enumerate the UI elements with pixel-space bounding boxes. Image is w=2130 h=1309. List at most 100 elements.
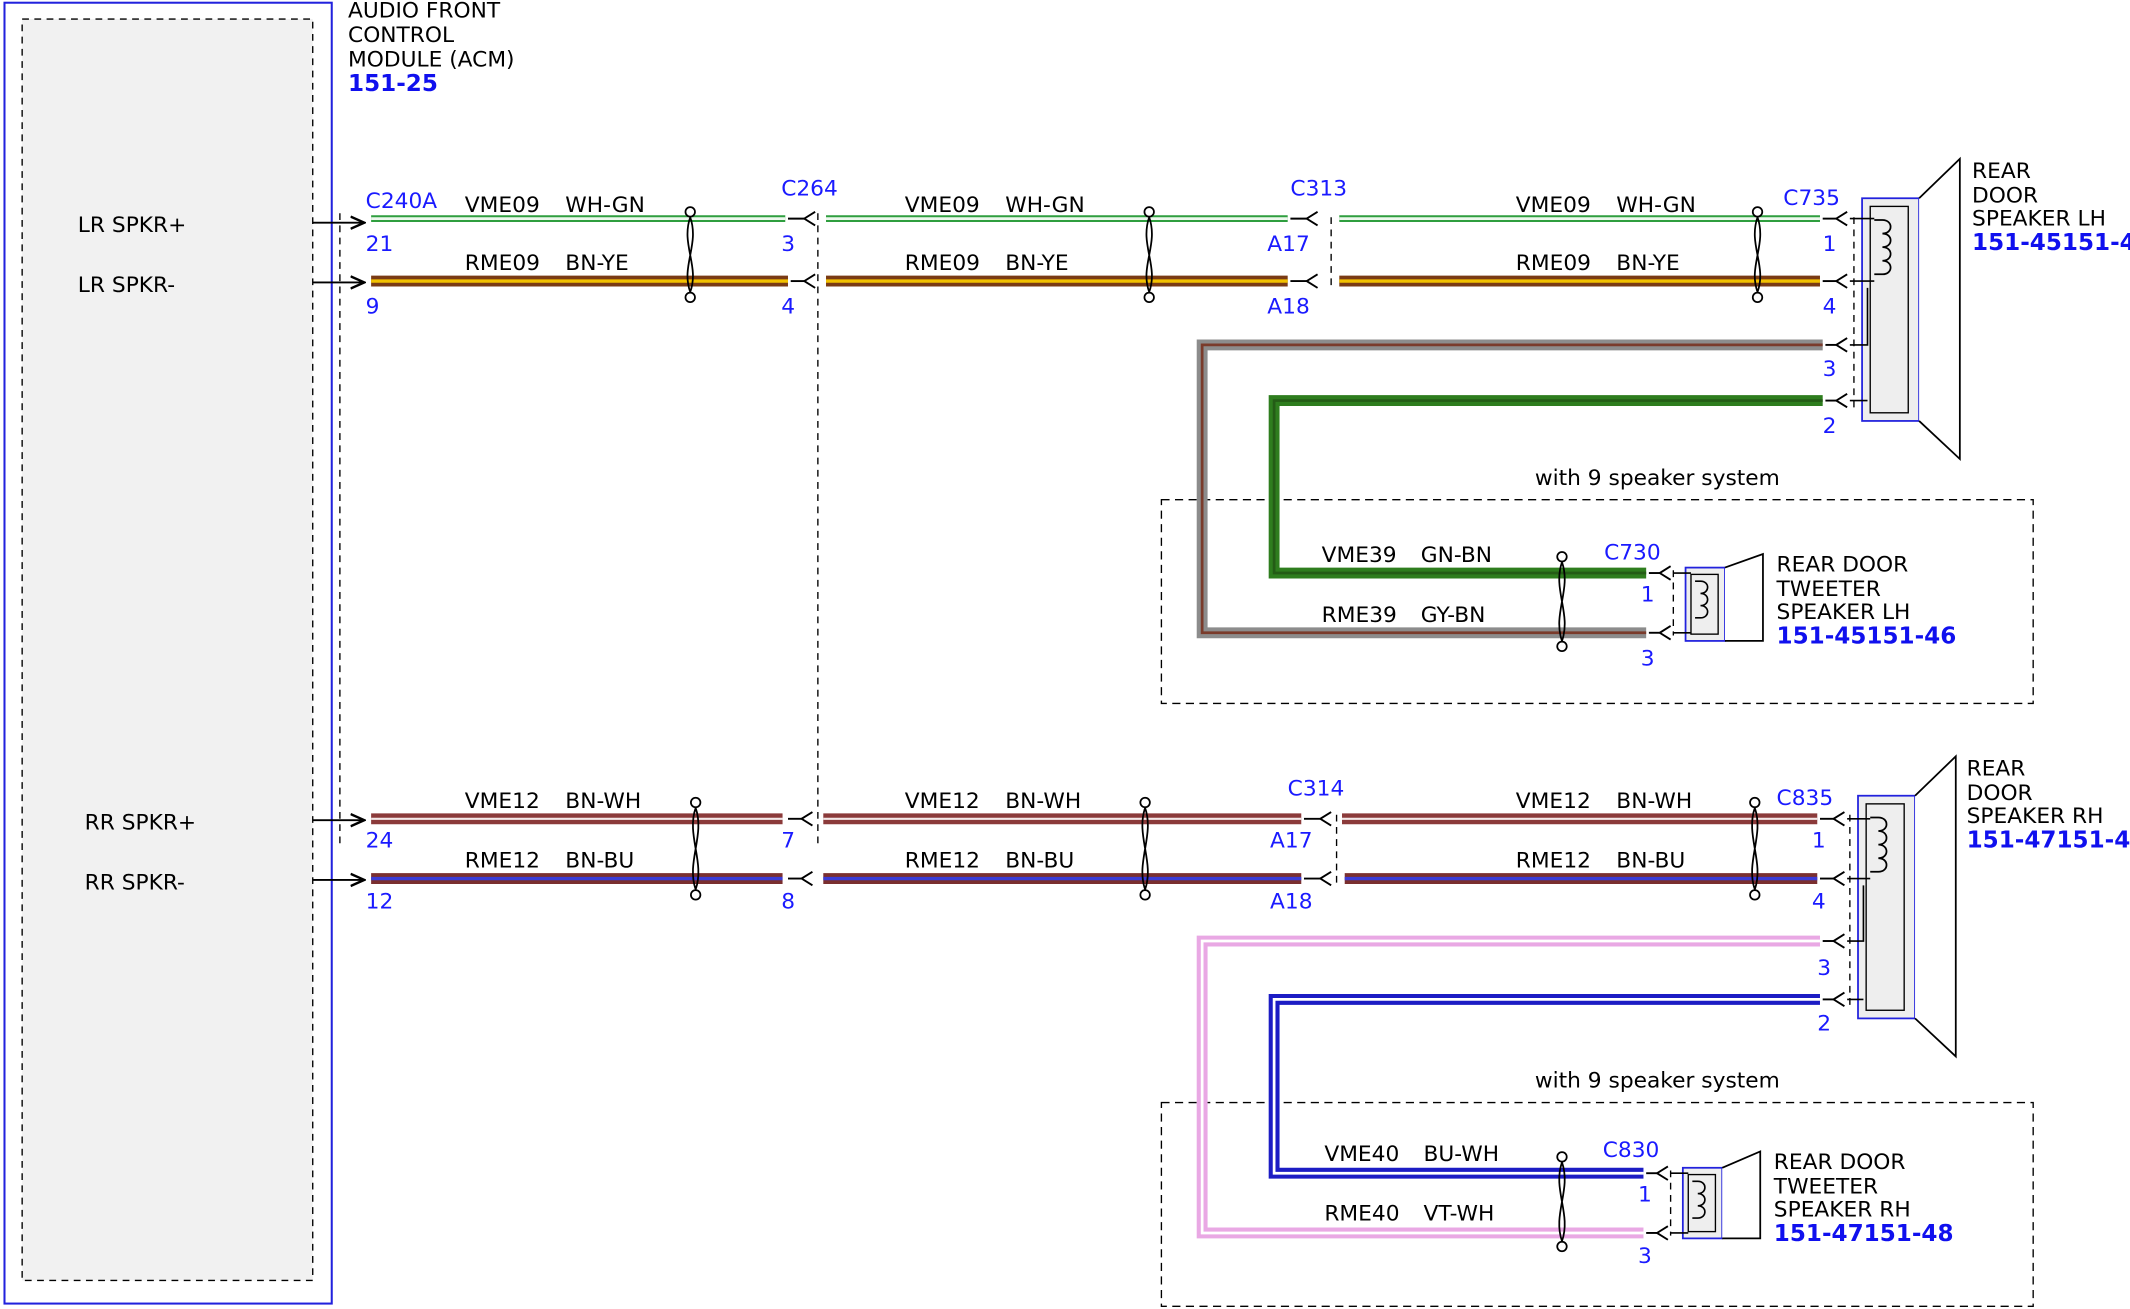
pin-number: 3 — [1817, 956, 1831, 981]
speaker-name-line: TWEETER — [1773, 1175, 1878, 1200]
speaker-name-line: SPEAKER LH — [1777, 600, 1911, 625]
twisted-pair-icon — [1556, 551, 1568, 652]
speaker-name-line: REAR DOOR — [1777, 553, 1909, 578]
pin-number: A18 — [1267, 295, 1310, 320]
connector-c264-label: C264 — [781, 177, 838, 202]
pin-number: A18 — [1270, 889, 1313, 914]
wire-vme40 — [1268, 993, 1820, 1179]
acm-ref: 151-25 — [348, 71, 438, 97]
speaker-ref: 151-45151-46 — [1972, 230, 2130, 256]
circuit-id: VME12 — [1516, 789, 1591, 814]
speaker-name-line: REAR — [1967, 756, 2026, 781]
option-box-lh: with 9 speaker system — [1160, 466, 2034, 705]
speaker-name-line: SPEAKER RH — [1774, 1198, 1911, 1223]
pin-number: 8 — [781, 889, 795, 914]
twisted-pair-icon — [1139, 796, 1151, 901]
circuit-labels: VME09 WH-GN VME09 WH-GN VME09 WH-GN RME0… — [465, 193, 1696, 1227]
circuit-id: RME09 — [1516, 251, 1591, 276]
circuit-id: VME09 — [1516, 193, 1591, 218]
pin-number: 3 — [1641, 646, 1655, 671]
pin-number: 3 — [1638, 1244, 1652, 1269]
twisted-pair-symbols — [684, 206, 1764, 1253]
acm-title: AUDIO FRONT CONTROL MODULE (ACM) 151-25 — [348, 0, 515, 97]
circuit-id: RME12 — [465, 849, 540, 874]
wire-color: BN-YE — [1005, 251, 1068, 276]
pin-number: A17 — [1270, 828, 1313, 853]
acm-pin-label: LR SPKR- — [78, 273, 175, 298]
acm-module: LR SPKR+ LR SPKR- RR SPKR+ RR SPKR- — [3, 1, 333, 1305]
acm-name-line: AUDIO FRONT — [348, 0, 501, 24]
speaker-name-line: REAR — [1972, 159, 2031, 184]
connector-c730-label: C730 — [1604, 540, 1661, 565]
connector-names: C240A C264 C313 C735 C730 C314 C835 C830 — [366, 177, 1840, 1163]
wire-color: BN-BU — [1005, 849, 1074, 874]
twisted-pair-icon — [690, 796, 702, 901]
pin-number: 1 — [1823, 232, 1837, 257]
wire-color: BN-WH — [1005, 789, 1081, 814]
connector-c735-label: C735 — [1783, 186, 1840, 211]
pin-number: A17 — [1267, 232, 1310, 257]
pin-number: 1 — [1641, 583, 1655, 608]
pin-number: 21 — [366, 232, 394, 257]
wire-vme39 — [1268, 395, 1823, 579]
wire-color: GN-BN — [1421, 543, 1492, 568]
circuit-id: RME40 — [1324, 1202, 1399, 1227]
circuit-id: VME09 — [465, 193, 540, 218]
rear-door-speaker-rh: REAR DOOR SPEAKER RH 151-47151-48 — [1847, 754, 2130, 1059]
pin-number: 2 — [1823, 414, 1837, 439]
pin-number: 12 — [366, 889, 394, 914]
option-label: with 9 speaker system — [1535, 466, 1780, 491]
speaker-coil-icon — [1692, 1180, 1706, 1219]
connector-c313-label: C313 — [1290, 177, 1347, 202]
wire-color: BN-BU — [565, 849, 634, 874]
pin-number: 7 — [781, 828, 795, 853]
wire-color: WH-GN — [1005, 193, 1085, 218]
acm-pin-label: RR SPKR+ — [85, 811, 197, 836]
speaker-ref: 151-47151-48 — [1774, 1221, 1954, 1247]
speaker-ref: 151-45151-46 — [1777, 624, 1957, 650]
circuit-id: VME09 — [905, 193, 980, 218]
wire-color: BN-WH — [565, 789, 641, 814]
option-box-rh: with 9 speaker system — [1160, 1069, 2034, 1307]
connector-arrows — [312, 211, 1848, 1241]
circuit-id: RME12 — [1516, 849, 1591, 874]
connector-c835-label: C835 — [1777, 786, 1834, 811]
wire-color: WH-GN — [1616, 193, 1696, 218]
speaker-name-line: SPEAKER LH — [1972, 206, 2106, 231]
speaker-name-line: DOOR — [1967, 781, 2033, 806]
circuit-id: RME09 — [905, 251, 980, 276]
circuit-id: RME12 — [905, 849, 980, 874]
pin-number: 1 — [1812, 828, 1826, 853]
speaker-name-line: TWEETER — [1776, 577, 1881, 602]
acm-pin-label: RR SPKR- — [85, 870, 185, 895]
wire-color: GY-BN — [1421, 603, 1486, 628]
circuit-id: VME39 — [1322, 543, 1397, 568]
speaker-ref: 151-47151-48 — [1967, 827, 2130, 853]
circuit-id: RME09 — [465, 251, 540, 276]
wire-color: VT-WH — [1423, 1202, 1494, 1227]
wires-left-rear — [371, 215, 1823, 639]
speaker-coil-icon — [1874, 219, 1892, 276]
connector-outlines — [339, 213, 1855, 1236]
tweeter-speaker-rh: REAR DOOR TWEETER SPEAKER RH 151-47151-4… — [1670, 1150, 1954, 1247]
pin-number: 2 — [1817, 1012, 1831, 1037]
connector-c830-label: C830 — [1603, 1138, 1660, 1163]
pin-numbers: 21 9 24 12 3 4 7 8 A17 A18 A17 A18 1 4 3… — [366, 232, 1837, 1269]
speaker-coil-icon — [1695, 580, 1709, 619]
wire-color: WH-GN — [565, 193, 645, 218]
connector-c240a-label: C240A — [366, 189, 438, 214]
connector-c314-label: C314 — [1288, 777, 1345, 802]
speaker-coil-icon — [1870, 816, 1888, 873]
wires-right-rear — [371, 813, 1820, 1239]
acm-name-line: MODULE (ACM) — [348, 48, 515, 73]
twisted-pair-icon — [1556, 1151, 1568, 1253]
pin-number: 4 — [781, 295, 795, 320]
twisted-pair-icon — [1749, 796, 1761, 901]
rear-door-speaker-lh: REAR DOOR SPEAKER LH 151-45151-46 — [1849, 156, 2130, 461]
twisted-pair-icon — [1751, 206, 1764, 304]
wire-color: BN-BU — [1616, 849, 1685, 874]
speaker-name-line: REAR DOOR — [1774, 1150, 1906, 1175]
pin-number: 4 — [1812, 889, 1826, 914]
wire-rme40 — [1196, 935, 1820, 1239]
